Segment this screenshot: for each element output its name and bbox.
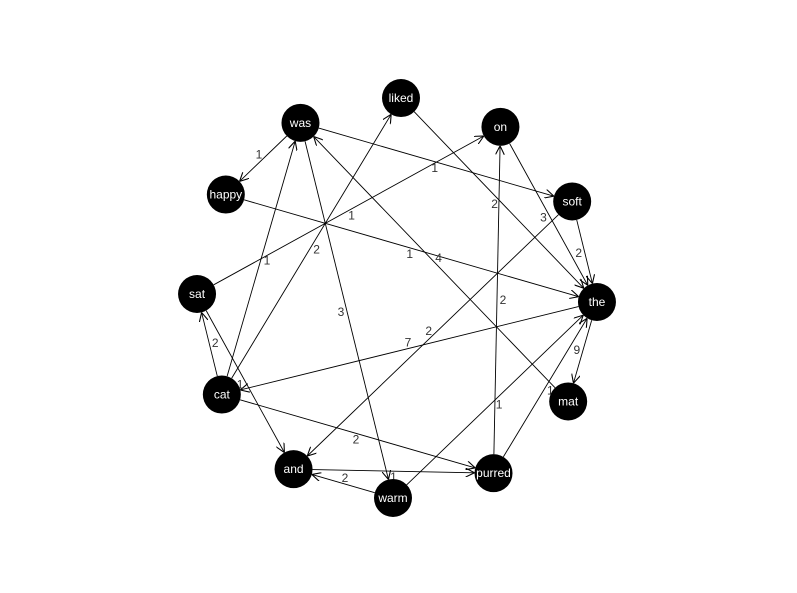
edge-weight-was-soft: 1 (431, 161, 438, 175)
node-circle-mat (549, 382, 588, 421)
edge-weight-was-warm: 3 (338, 305, 345, 319)
node-label-cat: cat (214, 388, 231, 402)
node-label-the: the (589, 295, 606, 309)
node-purred: purred (474, 454, 513, 493)
edge-weight-mat-was: 4 (435, 251, 442, 265)
edge-weight-cat-liked: 2 (313, 242, 320, 256)
node-circle-purred (474, 454, 513, 493)
edge-happy-the (243, 199, 579, 297)
edge-weight-sat-on: 1 (348, 209, 355, 223)
node-soft: soft (553, 182, 592, 221)
node-label-warm: warm (377, 491, 407, 505)
node-on: on (481, 107, 520, 146)
edge-sat-on (213, 136, 484, 286)
node-cat: cat (202, 375, 241, 414)
edge-was-warm (304, 141, 388, 479)
node-and: and (274, 450, 313, 489)
edge-mat-was (314, 137, 556, 389)
node-happy: happy (206, 175, 245, 214)
edge-warm-and (312, 474, 375, 494)
node-label-happy: happy (209, 188, 242, 202)
edge-on-the (509, 143, 588, 285)
node-mat: mat (549, 382, 588, 421)
edge-weight-purred-on: 2 (500, 293, 507, 307)
edge-labels-layer: 7 1 2 2 2 1 1 3 1 1 1 3 2 2 2 4 9 2 1 1 2 1 (212, 147, 582, 484)
node-label-and: and (284, 462, 304, 476)
node-circle-sat (178, 275, 217, 314)
node-circle-and (274, 450, 313, 489)
node-label-on: on (494, 120, 507, 134)
edge-weight-on-the: 3 (540, 210, 547, 224)
node-circle-liked (381, 79, 420, 118)
edge-sat-and (205, 310, 284, 453)
edge-soft-and (307, 214, 559, 456)
node-circle-warm (374, 478, 413, 517)
edge-the-mat (573, 320, 593, 383)
edge-purred-the (502, 318, 587, 458)
node-circle-the (577, 282, 616, 321)
node-circle-happy (206, 175, 245, 214)
edge-warm-the (406, 315, 584, 486)
node-circle-soft (553, 182, 592, 221)
edge-weight-liked-the: 2 (491, 197, 498, 211)
node-was: was (281, 103, 320, 142)
nodes-layer: liked on soft the mat purred warm and cat sat happ… (178, 79, 616, 517)
edge-and-purred (312, 470, 475, 473)
node-sat: sat (178, 275, 217, 314)
edge-weight-warm-and: 2 (342, 471, 349, 485)
edge-purred-on (493, 146, 500, 455)
node-label-mat: mat (558, 394, 579, 408)
node-label-sat: sat (189, 287, 206, 301)
node-label-purred: purred (476, 466, 511, 480)
node-circle-was (281, 103, 320, 142)
edge-weight-cat-was: 1 (264, 253, 271, 267)
node-circle-cat (202, 375, 241, 414)
edge-weight-cat-purred: 2 (353, 433, 360, 447)
edge-was-happy (240, 135, 288, 181)
edge-weight-soft-the: 2 (575, 246, 582, 260)
edge-the-cat (240, 306, 579, 390)
node-label-liked: liked (389, 91, 414, 105)
edge-weight-and-purred: 1 (390, 470, 397, 484)
node-circle-on (481, 107, 520, 146)
edge-weight-soft-and: 2 (425, 324, 432, 338)
edge-cat-liked (231, 114, 392, 379)
edge-weight-sat-and: 1 (237, 377, 244, 391)
edge-cat-sat (202, 312, 218, 377)
edge-weight-happy-the: 1 (406, 247, 413, 261)
node-liked: liked (381, 79, 420, 118)
edge-weight-the-cat: 7 (405, 335, 412, 349)
node-the: the (577, 282, 616, 321)
edge-soft-the (576, 219, 593, 284)
edge-weight-was-happy: 1 (256, 147, 263, 161)
node-label-soft: soft (562, 194, 582, 208)
node-label-was: was (289, 116, 311, 130)
edge-weight-cat-sat: 2 (212, 336, 219, 350)
edge-weight-the-mat: 9 (573, 343, 580, 357)
edge-weight-purred-the: 1 (547, 384, 554, 398)
node-warm: warm (374, 478, 413, 517)
edges-layer (202, 111, 593, 494)
edge-weight-warm-the: 1 (496, 397, 503, 411)
